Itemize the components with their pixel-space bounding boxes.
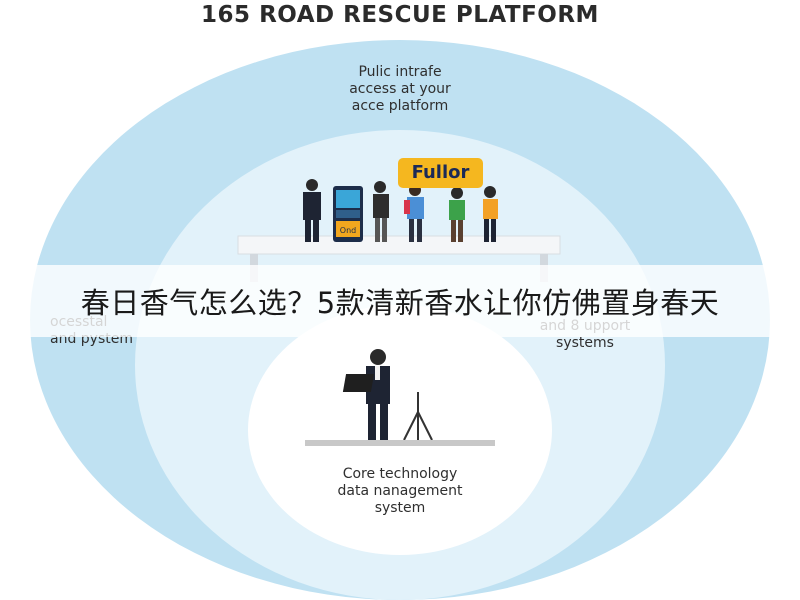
core-circle: [248, 305, 552, 555]
person-icon: [449, 187, 465, 242]
presenter-icon: [366, 349, 390, 440]
stage-floor: [305, 440, 495, 446]
kiosk-screen-icon: Ond: [333, 186, 363, 242]
caption-text: 春日香气怎么选？5款清新香水让你仿佛置身春天: [80, 286, 720, 320]
caption-banner: 春日香气怎么选？5款清新香水让你仿佛置身春天: [0, 265, 800, 337]
laptop-stand-icon: [342, 374, 433, 441]
outer-ring-label: Pulic intrafe access at your acce platfo…: [349, 64, 451, 114]
screen-text: Ond: [340, 226, 356, 235]
diagram-title: 165 ROAD RESCUE PLATFORM: [201, 2, 599, 28]
core-label: Core technology data nanagement system: [337, 466, 463, 516]
person-icon: [483, 186, 498, 242]
person-icon: [373, 181, 389, 242]
fullor-sign: Fullor: [398, 158, 483, 188]
person-icon: [404, 184, 424, 242]
person-icon: [303, 179, 321, 242]
